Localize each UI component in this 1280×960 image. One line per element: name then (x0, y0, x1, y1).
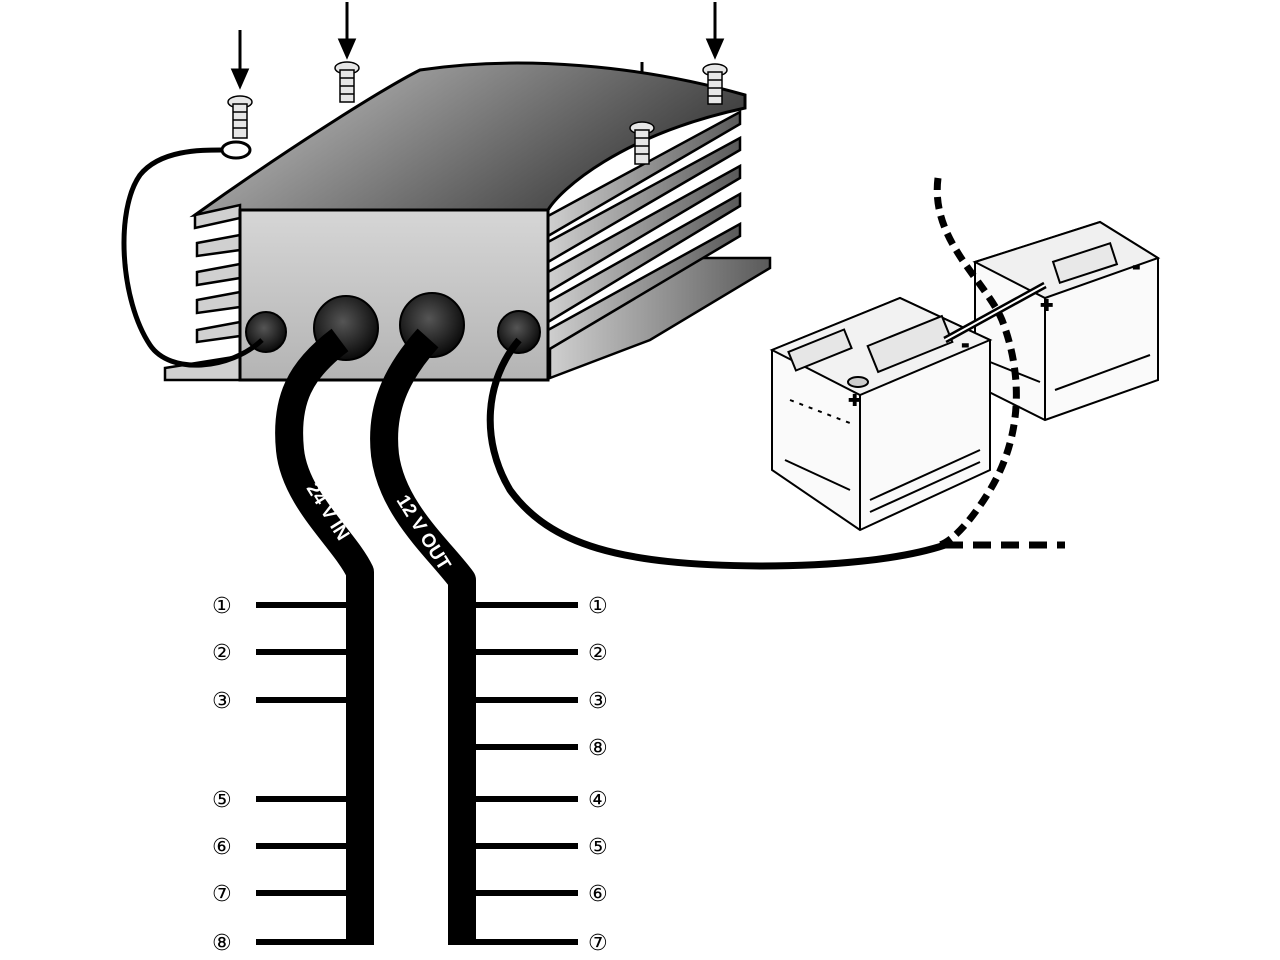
output-branch-wires (468, 602, 578, 945)
dashed-wire-upper (933, 177, 1020, 549)
converter-top-cover (189, 61, 747, 218)
battery-front: + - (769, 296, 993, 532)
input-terminal-8: ⑧ (212, 931, 232, 956)
output-terminal-3: ③ (588, 689, 608, 714)
battery-minus-label: - (962, 335, 969, 354)
svg-text:+: + (1040, 295, 1053, 314)
output-terminal-6: ⑥ (588, 882, 608, 907)
screw-icon (334, 61, 360, 103)
input-terminal-6: ⑥ (212, 835, 232, 860)
input-terminal-1: ① (212, 594, 232, 619)
output-terminal-2: ② (588, 641, 608, 666)
negative-cable (486, 337, 947, 570)
heatsink-left-fins (163, 203, 242, 382)
arrow-down-icon (230, 30, 250, 90)
input-branch-wires (256, 602, 355, 945)
output-terminal-4: ④ (588, 788, 608, 813)
mounting-screws (227, 61, 728, 165)
output-cable-label: 12 V OUT (392, 492, 455, 575)
negative-grommet (497, 310, 541, 354)
input-terminal-3: ③ (212, 689, 232, 714)
arrow-down-icon (337, 2, 357, 60)
screw-icon (227, 95, 253, 139)
ground-wire (121, 140, 264, 368)
output-terminal-numbers: ① ② ③ ⑧ ④ ⑤ ⑥ ⑦ (588, 594, 608, 956)
output-terminal-5: ⑤ (588, 835, 608, 860)
screw-icon (702, 63, 728, 105)
input-terminal-5: ⑤ (212, 788, 232, 813)
battery-plus-label: + (848, 390, 861, 409)
heatsink-right-fins (546, 109, 772, 380)
svg-text:-: - (1133, 257, 1140, 276)
input-terminal-7: ⑦ (212, 882, 232, 907)
output-cable (370, 328, 476, 945)
converter-front-panel (238, 208, 550, 382)
input-cable (275, 328, 374, 945)
input-terminal-2: ② (212, 641, 232, 666)
input-terminal-numbers: ① ② ③ ⑤ ⑥ ⑦ ⑧ (212, 594, 232, 956)
output-terminal-7: ⑦ (588, 931, 608, 956)
output-terminal-8: ⑧ (588, 736, 608, 761)
screw-icon (629, 121, 655, 165)
ground-ring-icon (220, 140, 252, 160)
arrow-down-icon (705, 2, 725, 60)
output-terminal-1: ① (588, 594, 608, 619)
